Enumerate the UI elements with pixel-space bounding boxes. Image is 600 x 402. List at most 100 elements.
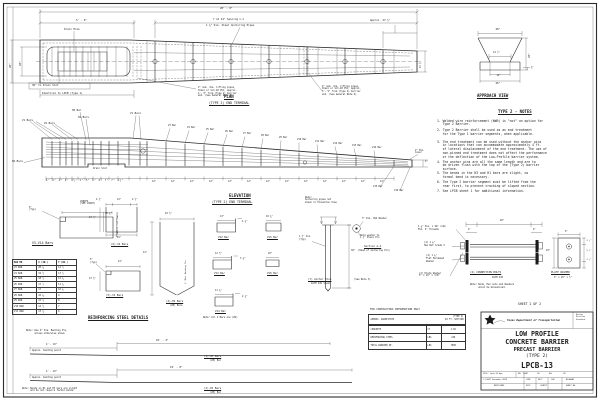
sheet-number: SHEET 2 OF 2	[518, 302, 542, 306]
plate-washer-linework	[552, 232, 586, 269]
elevation-subtitle: (TYPE 2) END TERMINAL	[212, 199, 253, 204]
plan-drain-slot-note: 30" to Drain Slot	[32, 84, 59, 87]
elev-dim-12-13: 12"	[380, 179, 385, 183]
plate-height-dim: 10"	[546, 248, 551, 252]
plate-dim-1: 2 ¼"	[586, 240, 592, 242]
h1-bending-point: Approx. bending point	[32, 375, 62, 379]
v1-width-dim: 21"	[118, 260, 123, 263]
elev-dim-12-12: 12"	[361, 179, 366, 183]
plan-dim-left: 5' - 0"	[76, 18, 87, 22]
drawing-title-line2: CONCRETE BARRIER	[505, 337, 569, 346]
quantities-header-approx: APPROX. QUANTITIES	[370, 318, 395, 322]
dist-header: DIST	[526, 385, 531, 388]
v13-width-dim: 12 ½"	[215, 251, 222, 255]
v13-bar-label: V13 Bar	[214, 272, 225, 275]
notes-title: TYPE 2 - NOTES	[498, 108, 532, 114]
elev-label-v15: V15 Bar	[373, 185, 383, 188]
v16-width-dim: 10"	[268, 251, 273, 255]
approach-dim-lip: ¾"	[531, 65, 534, 69]
v14-bar-label: V14 Bar	[215, 309, 226, 313]
elevation-title: ELEVATION	[229, 192, 251, 198]
plate-dim-3: 2 ¼"	[586, 258, 592, 261]
note-3: 3. The end treatment can be used without…	[437, 139, 547, 159]
v2-dim-2: 12"	[117, 198, 122, 201]
file-field: FILE: lpcb-13.dgn	[483, 372, 503, 375]
ck2-field: CK:	[563, 372, 567, 375]
v1-typ-dim: 5" (Typ)	[90, 258, 97, 264]
sheetno-header: SHEET NO.	[566, 385, 577, 388]
bolts-nut-label: (4) 1 ¼" Hex Nut Grade 5	[424, 241, 445, 247]
anchor-dia-dim: 1 ½" dia. (Typ)	[299, 235, 312, 241]
plan-anchor-pipes-label: 1 ¾" Dia. Steel Anchoring Pipes	[206, 23, 255, 27]
h3-bending-point: Approx. bending point	[32, 348, 62, 352]
h3-total-dim: 16' - 4"	[156, 339, 169, 342]
plan-dim-spacing: 7 at 24" Spacing C-C	[213, 17, 245, 21]
h3-bars-sublabel: (#5) Bar	[210, 359, 222, 362]
elev-dim-12-4: 12"	[209, 179, 214, 183]
approach-dim-top: 28"	[495, 27, 501, 31]
elev-vbar-label-v14: V14 Bar	[372, 146, 382, 149]
h2bar-height-dim: 41"	[143, 251, 148, 254]
highway-header: HIGHWAY	[566, 378, 574, 381]
plan-dim-total: 20' - 0"	[220, 7, 233, 10]
division-label: Design Division Standard	[576, 314, 586, 321]
anchor-length-dim: 30"	[351, 248, 356, 252]
bolts-thread-dim-right: 4"	[533, 228, 536, 231]
v314-varies-dim: VARIES (SEE CHART)	[80, 199, 96, 206]
quantities-title: FOR CONTRACTORS INFORMATION ONLY	[370, 307, 420, 311]
galvanize-note: Note: Rods, Hex nuts and Washers shall b…	[470, 283, 515, 289]
bending-pin-note: Note: Use 2" Dia. Bending Pin, unless ot…	[26, 329, 68, 335]
bolts-thread-dim-left: 4"	[468, 228, 471, 231]
standard-number: LPCB-13	[520, 360, 554, 370]
elev-dim-12-1: 12"	[152, 179, 157, 183]
v314-yvaries-dim: Y VARIES (SEE CHART)	[117, 211, 119, 237]
elev-drain-slot-label: Drain Slot	[93, 167, 107, 171]
v2-dim-3: 4 ½"	[132, 198, 138, 201]
plan-identical-note: Identical to LPCB (Type 1)	[42, 91, 83, 95]
elev-dim-string: 5" 4" 4" 4" 4½" 5" 5" 5" 6" 7" 7" 4½"	[46, 179, 124, 182]
v2-dim-1: 4 ½"	[96, 198, 102, 201]
ck1-field: CK:	[537, 372, 541, 375]
h2-bars-sublabel: (#5) Bars	[170, 304, 183, 307]
elev-dim-12-11: 12"	[342, 179, 347, 183]
elev-vbar-label-v12: V12 Bar	[333, 142, 343, 145]
drawing-title-line4: (TYPE 2)	[525, 353, 549, 359]
elev-dim-12-2: 12"	[171, 179, 176, 183]
plan-title: PLAN	[224, 94, 234, 99]
elev-label-v1-right: V1 Bars	[130, 112, 141, 115]
rebar-details-linework	[29, 203, 353, 383]
h1-total-dim: 19' - 8"	[170, 365, 183, 369]
v2-width-dim: 21"	[117, 235, 122, 239]
v13-hook-dim: 3 ¾"	[240, 257, 246, 260]
h2-bars-label: (4)-H2 Bars	[166, 300, 184, 303]
revisions-label: REVISIONS	[494, 385, 505, 388]
elev-label-h3: H3 Bar	[72, 108, 82, 112]
plan-end-height-dim: 14 ⅞"	[418, 61, 422, 68]
sect-header: SECT	[538, 378, 543, 381]
h3-bend-dim: 4' - 10"	[46, 343, 58, 346]
elev-vbar-label-v6: V6 Bar	[225, 130, 234, 133]
reinforcing-steel-details-title: REINFORCING STEEL DETAILS	[88, 314, 149, 320]
v14-width-dim: 11 ¾"	[215, 288, 222, 292]
bolts-washer-label: (4) 1 ¼" Flat Hardened Washer	[426, 254, 444, 263]
elev-label-v2: V2 Bars	[44, 121, 55, 125]
bolts-rods-label: 1 ¼" dia. x 26" rods Min. 4" threads	[418, 225, 446, 231]
elev-vbar-label-v13: V13 Bar	[352, 144, 362, 147]
v1-height-dim: 13 ½"	[89, 276, 96, 280]
agency-name: Texas Department of Transportation	[507, 319, 561, 322]
h1-bend-dim: 4' - 10"	[46, 370, 58, 373]
approach-dim-base-inner: 14"	[496, 74, 501, 77]
dn-field: DN: TxDOT	[518, 372, 529, 375]
v2-bars-label: (6)-V2 Bars	[111, 243, 129, 246]
sheet-border	[2, 2, 598, 398]
